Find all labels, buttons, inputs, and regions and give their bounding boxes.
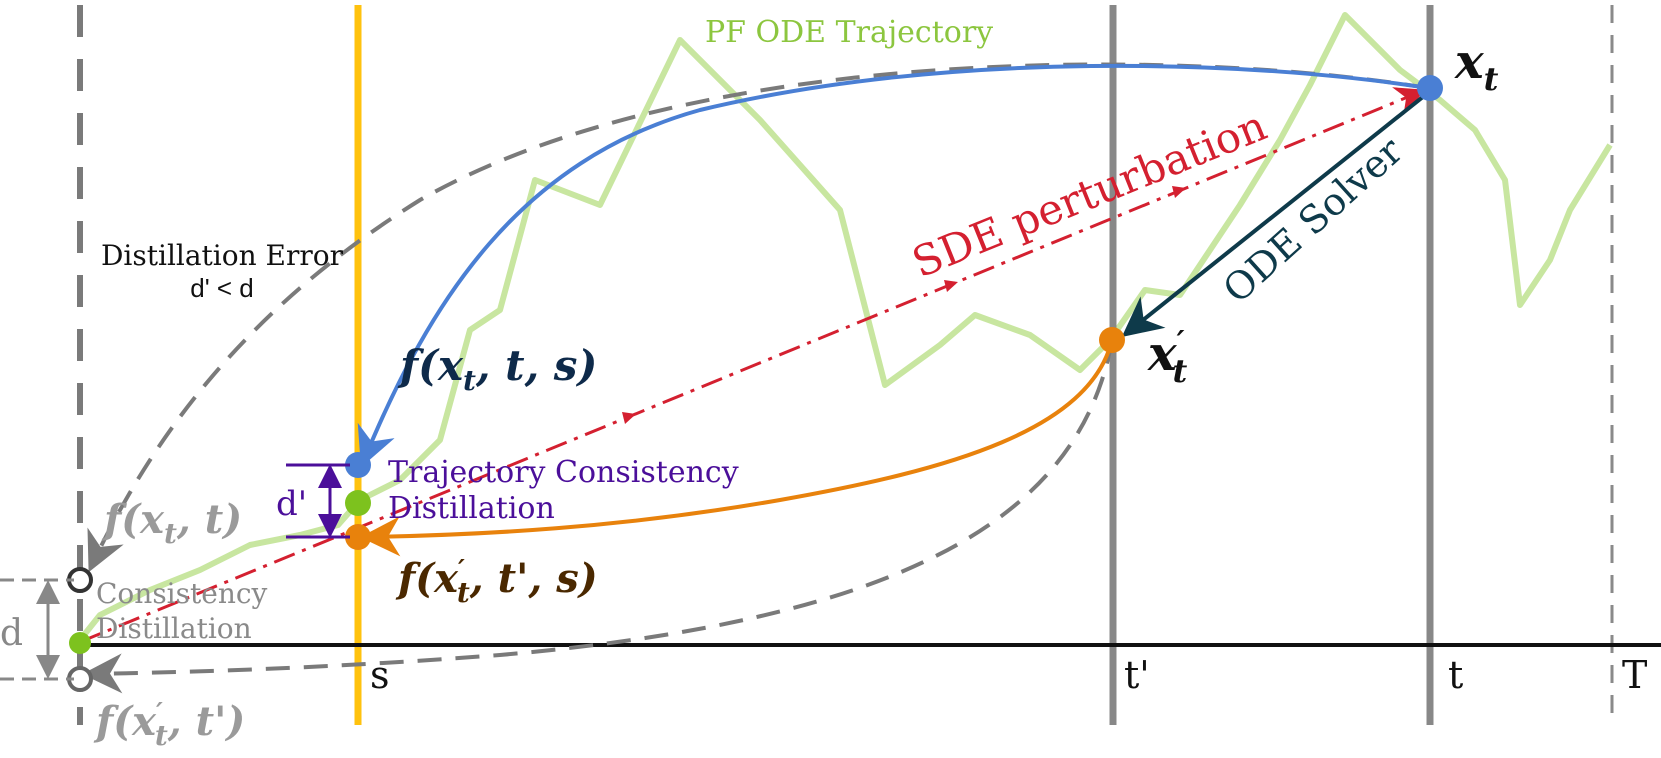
label-x-t-prime: x′t bbox=[1147, 325, 1188, 390]
point-f-orange bbox=[345, 524, 371, 550]
point-f-green bbox=[345, 490, 371, 516]
sde-arrow-mid-2 bbox=[944, 280, 958, 292]
distillation-error-title: Distillation Error bbox=[101, 239, 344, 272]
distillation-error-relation: d' < d bbox=[190, 273, 254, 303]
sde-arrow-mid-1 bbox=[622, 412, 636, 424]
label-f-xt-t-s: f(xt, t, s) bbox=[397, 341, 597, 397]
d-label: d bbox=[0, 613, 23, 654]
point-f-blue bbox=[345, 452, 371, 478]
cd-label-line1: Consistency bbox=[96, 577, 268, 610]
label-f-xtp-tp-s: f(x′t, t', s) bbox=[395, 555, 598, 609]
point-x-t-prime bbox=[1099, 327, 1125, 353]
tick-T: T bbox=[1622, 653, 1647, 697]
tick-s: s bbox=[370, 653, 390, 697]
gray-dashed-curve-lower bbox=[82, 339, 1114, 694]
label-f-xtp-tp: f(x′t, t') bbox=[93, 698, 245, 752]
tick-t-prime: t' bbox=[1124, 653, 1150, 697]
point-origin-green bbox=[69, 632, 91, 654]
tcd-label-line1: Trajectory Consistency bbox=[388, 455, 739, 490]
cd-label-line2: Distillation bbox=[96, 612, 252, 645]
tick-t: t bbox=[1448, 653, 1463, 697]
label-f-xt-t: f(xt, t) bbox=[101, 496, 242, 550]
sde-arrow-mid-3 bbox=[1172, 186, 1186, 198]
tcd-label-line2: Distillation bbox=[388, 491, 555, 526]
orange-consistency-arrow bbox=[360, 339, 1114, 557]
label-x-t: xt bbox=[1454, 34, 1499, 98]
dprime-label: d' bbox=[276, 484, 307, 524]
trajectory-title: PF ODE Trajectory bbox=[705, 15, 993, 50]
sde-perturbation-line bbox=[79, 87, 1426, 644]
blue-consistency-arrow bbox=[357, 63, 1429, 468]
ode-solver-arrow bbox=[1121, 94, 1426, 337]
point-x-t bbox=[1417, 75, 1443, 101]
